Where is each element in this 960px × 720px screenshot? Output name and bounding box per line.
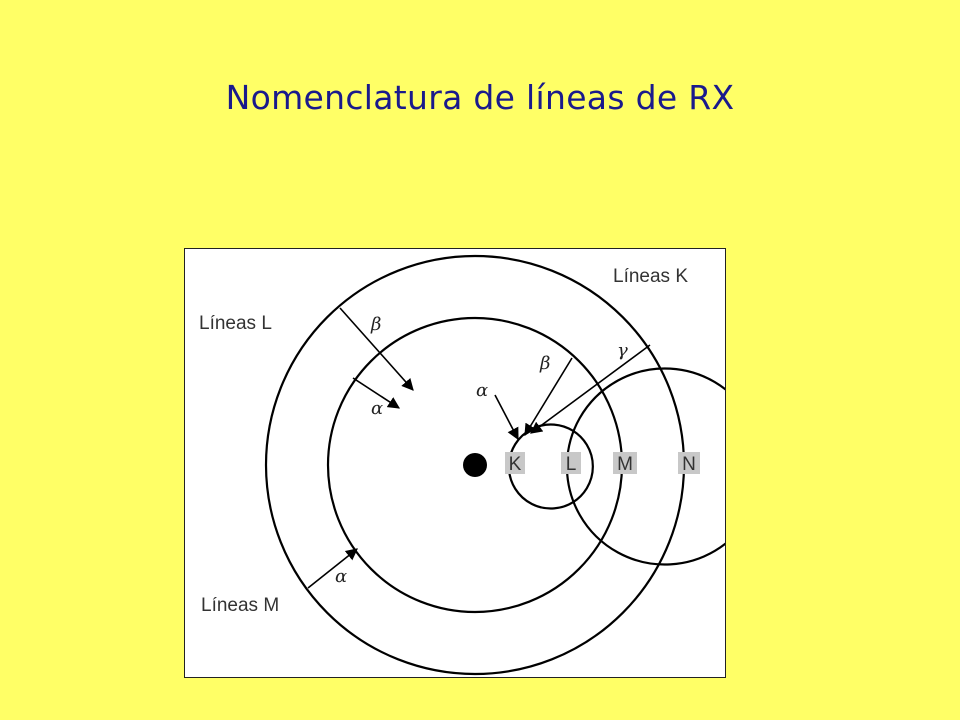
- arrow-k-alpha: [494, 394, 519, 441]
- svg-text:K: K: [509, 454, 522, 475]
- arrow-l-alpha: [352, 377, 401, 409]
- series-label-m: Líneas M: [201, 595, 279, 616]
- shells: [264, 254, 725, 676]
- svg-text:M: M: [617, 454, 633, 475]
- label-l-alpha: α: [371, 398, 383, 419]
- label-m-alpha: α: [335, 566, 347, 587]
- transition-arrows: [307, 307, 651, 589]
- label-k-gamma: γ: [617, 340, 628, 361]
- arrow-m-alpha: [307, 548, 358, 589]
- label-k-alpha: α: [476, 380, 488, 401]
- shell-label-n: N: [678, 452, 700, 475]
- shell-label-l: L: [561, 452, 581, 475]
- atomic-shell-diagram: K L M N α β γ β α: [184, 248, 726, 678]
- series-label-k: Líneas K: [613, 266, 688, 287]
- shell-label-m: M: [613, 452, 637, 475]
- svg-text:N: N: [682, 454, 696, 475]
- label-k-beta: β: [539, 353, 550, 374]
- slide-title: Nomenclatura de líneas de RX: [225, 78, 735, 117]
- label-l-beta: β: [370, 314, 381, 335]
- arrow-k-gamma: [530, 344, 651, 434]
- shell-label-k: K: [505, 452, 525, 475]
- diagram-svg: K L M N α β γ β α: [199, 254, 725, 676]
- shell-l-arc: [565, 367, 725, 566]
- nucleus: [463, 453, 487, 477]
- svg-text:L: L: [566, 454, 577, 475]
- arrow-l-beta: [339, 307, 414, 391]
- series-label-l: Líneas L: [199, 313, 272, 334]
